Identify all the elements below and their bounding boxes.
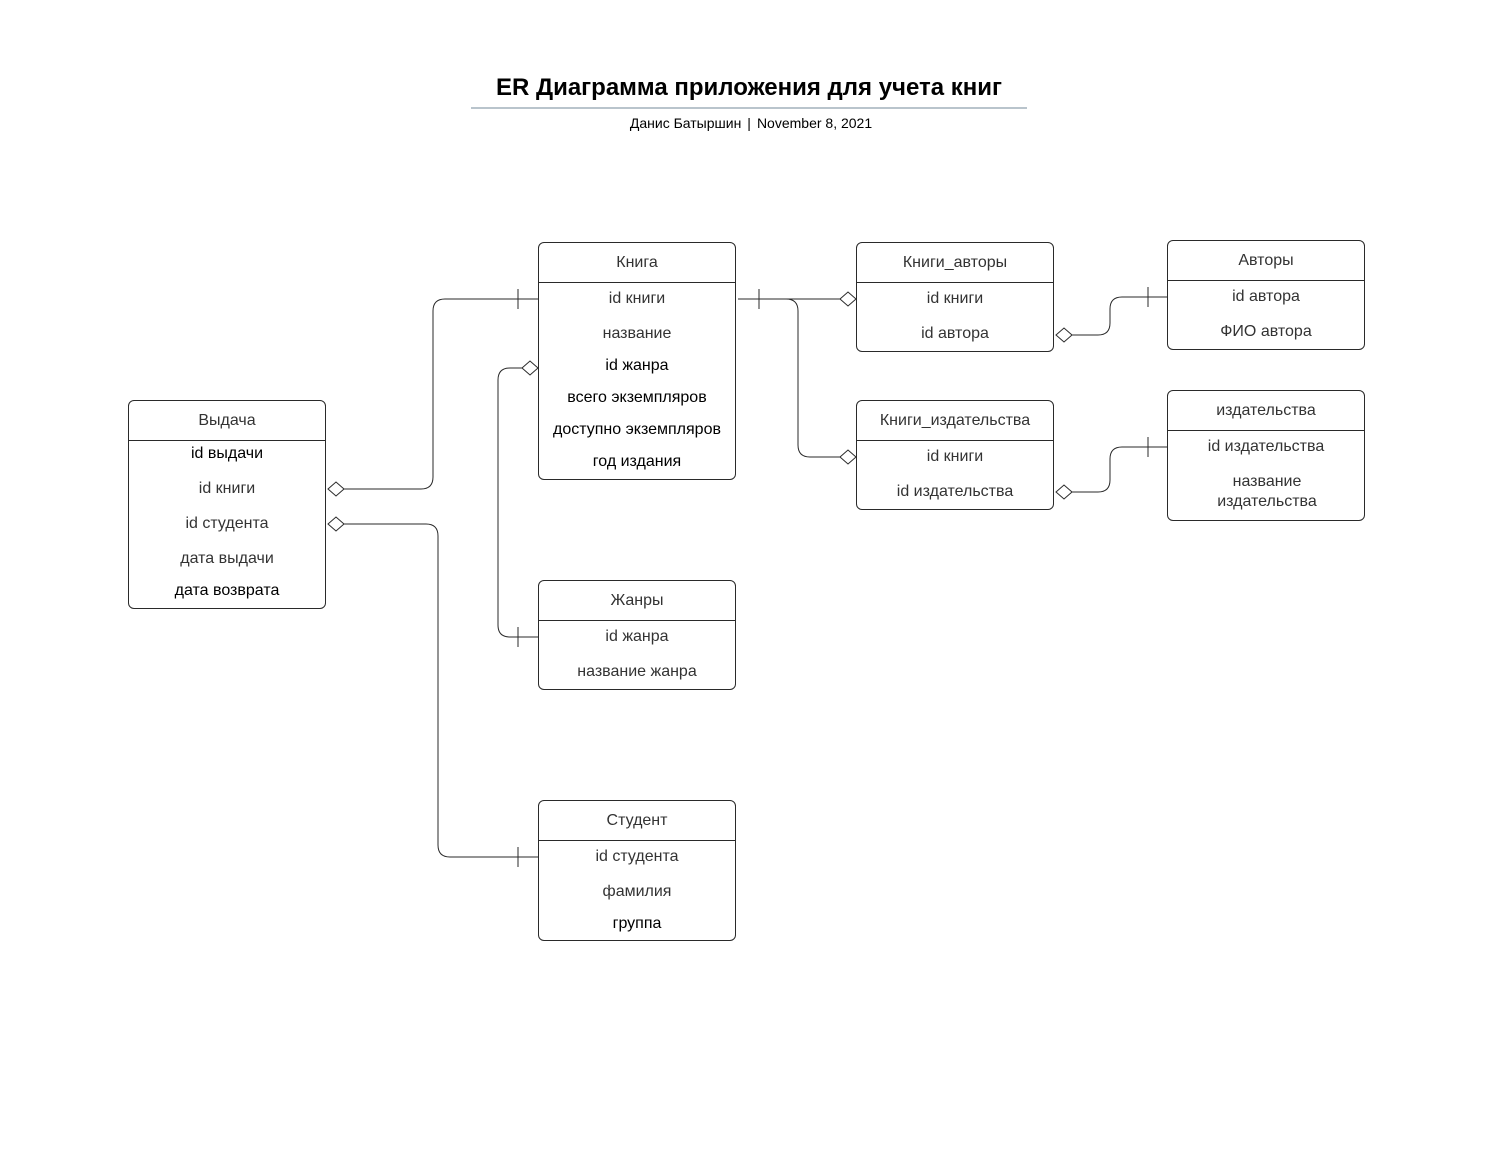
many-marker [839,291,857,307]
entity-field: id автора [921,325,989,342]
subtitle-separator: | [747,115,751,131]
entity-field: id книги [608,290,666,307]
entity-field: название жанра [577,663,697,680]
entity-field: id выдачи [190,445,264,462]
entity-field: фамилия [602,883,672,900]
entity-field: группа [612,915,662,932]
many-marker [521,360,539,376]
entity-field: id книги [926,290,984,307]
entity-title: Жанры [539,581,735,621]
entity-title: Студент [539,801,735,841]
many-marker [1055,327,1073,343]
entity-field: название [602,325,672,342]
link-kniga-knigi-izdatelstva [738,298,840,458]
link-knigi-izdatelstva-izdatelstva [1072,446,1167,493]
entity-student[interactable]: Студент id студента фамилия группа [538,800,736,941]
many-marker [327,516,345,532]
entity-field: id издательства [1207,438,1325,455]
entity-avtory[interactable]: Авторы id автора ФИО автора [1167,240,1365,350]
entity-field: id жанра [605,628,669,645]
entity-field: год издания [592,453,682,470]
link-vydacha-student [344,523,538,858]
entity-title: Авторы [1168,241,1364,281]
diagram-title: ER Диаграмма приложения для учета книг [495,74,1003,101]
entity-vydacha[interactable]: Выдача id выдачи id книги id студента да… [128,400,326,609]
entity-knigi-avtory[interactable]: Книги_авторы id книги id автора [856,242,1054,352]
diagram-subtitle: Данис Батыршин | November 8, 2021 [470,115,1032,131]
entity-title: Книги_авторы [857,243,1053,283]
many-marker [1055,484,1073,500]
entity-title: Выдача [129,401,325,441]
entity-field: id автора [1232,288,1300,305]
entity-zhanry[interactable]: Жанры id жанра название жанра [538,580,736,690]
entity-field: id студента [185,515,269,532]
entity-field: ФИО автора [1220,323,1312,340]
entity-field: всего экземпляров [567,389,707,406]
entity-field: id студента [595,848,679,865]
entity-title: Книги_издательства [857,401,1053,441]
entity-field: id жанра [605,357,669,374]
diagram-date: November 8, 2021 [756,115,873,131]
entity-field: id книги [926,448,984,465]
entity-field: дата возврата [174,582,280,599]
title-underline [471,107,1027,109]
entity-field: дата выдачи [180,550,274,567]
many-marker [327,481,345,497]
entity-field: название издательства [1217,473,1317,510]
entity-title: издательства [1168,391,1364,431]
link-kniga-zhanry [497,367,538,638]
entity-knigi-izdatelstva[interactable]: Книги_издательства id книги id издательс… [856,400,1054,510]
entity-kniga[interactable]: Книга id книги название id жанра всего э… [538,242,736,480]
entity-field: id издательства [896,483,1014,500]
author-name: Данис Батыршин [629,115,742,131]
entity-field: id книги [198,480,256,497]
many-marker [839,449,857,465]
entity-title: Книга [539,243,735,283]
link-vydacha-kniga [344,298,538,490]
entity-field: доступно экземпляров [553,421,721,438]
link-knigi-avtory-avtory [1072,296,1167,336]
entity-izdatelstva[interactable]: издательства id издательства название из… [1167,390,1365,521]
